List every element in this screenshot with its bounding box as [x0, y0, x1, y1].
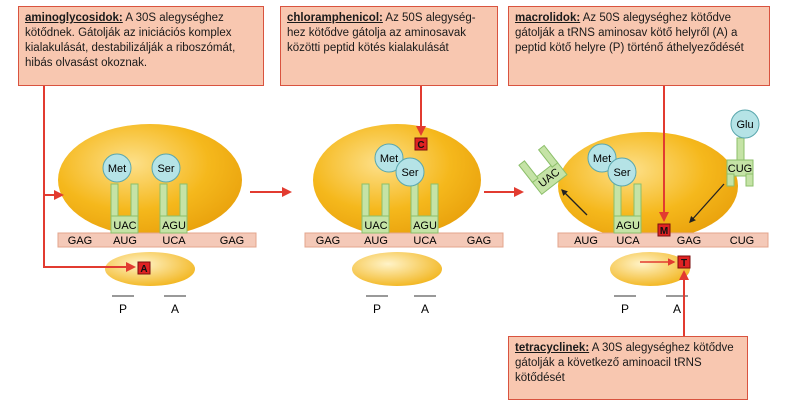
amino-acid-met: [102, 153, 132, 183]
large-subunit: [313, 124, 481, 236]
tetracyclines-box: tetracyclinek: A 30S alegységhez kötődve…: [508, 336, 748, 400]
amino-acid-ser: [607, 157, 637, 187]
marker-label: A: [140, 264, 147, 275]
amino-acid-label: Met: [593, 153, 611, 165]
aminoglycosides-title: aminoglycosidok:: [25, 12, 123, 24]
inhibitor-marker-m: [657, 223, 671, 237]
codon-label: CUG: [730, 235, 754, 247]
amino-acid-label: Ser: [401, 167, 418, 179]
trna-ser: [410, 183, 439, 234]
small-subunit: [352, 252, 442, 286]
aminoglycosides-text: A 30S alegységhez kötődnek. Gátolják az …: [25, 12, 236, 69]
tetracyclines-title: tetracyclinek:: [515, 342, 590, 354]
site-p-label: P: [373, 302, 381, 316]
trna-met: [361, 183, 390, 234]
site-a-label: A: [421, 302, 429, 316]
ribosome-3: UAC Met Ser AGU Glu CUG AUG UCA GAG CUG …: [518, 109, 769, 316]
mrna-strand: [304, 232, 504, 248]
marker-label: M: [660, 226, 668, 237]
codon-label: AUG: [574, 235, 598, 247]
mrna-strand: [57, 232, 257, 248]
codon-label: GAG: [316, 235, 340, 247]
codon-label: UCA: [162, 235, 186, 247]
chloramphenicol-text: Az 50S alegység-hez kötődve gátolja az a…: [287, 12, 476, 54]
ribosome-2: Met UAC Ser AGU GAG AUG UCA GAG C P A: [304, 124, 504, 316]
anticodon-label: UAC: [364, 220, 387, 232]
codon-label: UCA: [413, 235, 437, 247]
anticodon-label: AGU: [413, 220, 437, 232]
aminoglycosides-box: aminoglycosidok: A 30S alegységhez kötőd…: [18, 6, 264, 86]
codon-label: GAG: [677, 235, 701, 247]
amino-acid-label: Ser: [157, 163, 174, 175]
inhibitor-marker-a: [137, 261, 151, 275]
aminoglycoside-arrows: [43, 86, 136, 272]
codon-label: AUG: [364, 235, 388, 247]
codon-label: GAG: [68, 235, 92, 247]
anticodon-label: AGU: [616, 220, 640, 232]
site-p-label: P: [119, 302, 127, 316]
amino-acid-label: Ser: [613, 167, 630, 179]
anticodon-label: UAC: [113, 220, 136, 232]
amino-acid-ser: [395, 157, 425, 187]
large-subunit: [58, 124, 242, 236]
large-subunit: [558, 132, 738, 240]
codon-label: GAG: [220, 235, 244, 247]
marker-label: C: [417, 140, 424, 151]
site-a-label: A: [171, 302, 179, 316]
trna-glu: [726, 137, 754, 187]
site-a-label: A: [673, 302, 681, 316]
chloramphenicol-box: chloramphenicol: Az 50S alegység-hez köt…: [280, 6, 498, 86]
site-p-label: P: [621, 302, 629, 316]
inhibitor-marker-t: [677, 255, 691, 269]
inhibitor-marker-c: [414, 137, 428, 151]
macrolides-box: macrolidok: Az 50S alegységhez kötődve g…: [508, 6, 770, 86]
anticodon-label: CUG: [728, 163, 752, 175]
tetracyclines-text: A 30S alegységhez kötődve gátolják a köv…: [515, 342, 734, 384]
ejection-arrow: [561, 189, 588, 216]
amino-acid-met: [374, 143, 404, 173]
amino-acid-ser: [151, 153, 181, 183]
codon-label: UCA: [616, 235, 640, 247]
codon-label: AUG: [113, 235, 137, 247]
macrolides-title: macrolidok:: [515, 12, 581, 24]
trna-ser: [613, 183, 642, 234]
anticodon-label: AGU: [162, 220, 186, 232]
macrolides-text: Az 50S alegységhez kötődve gátolják a tR…: [515, 12, 744, 54]
amino-acid-label: Met: [108, 163, 126, 175]
amino-acid-glu: [730, 109, 760, 139]
marker-label: T: [681, 258, 687, 269]
amino-acid-label: Glu: [736, 119, 753, 131]
trna-met: [110, 183, 139, 234]
chloramphenicol-title: chloramphenicol:: [287, 12, 383, 24]
ribosome-1: Met UAC Ser AGU GAG AUG UCA GAG A P A: [57, 124, 257, 316]
incoming-arrow: [689, 183, 725, 223]
codon-label: GAG: [467, 235, 491, 247]
amino-acid-met: [587, 143, 617, 173]
amino-acid-label: Met: [380, 153, 398, 165]
trna-ser: [159, 183, 188, 234]
